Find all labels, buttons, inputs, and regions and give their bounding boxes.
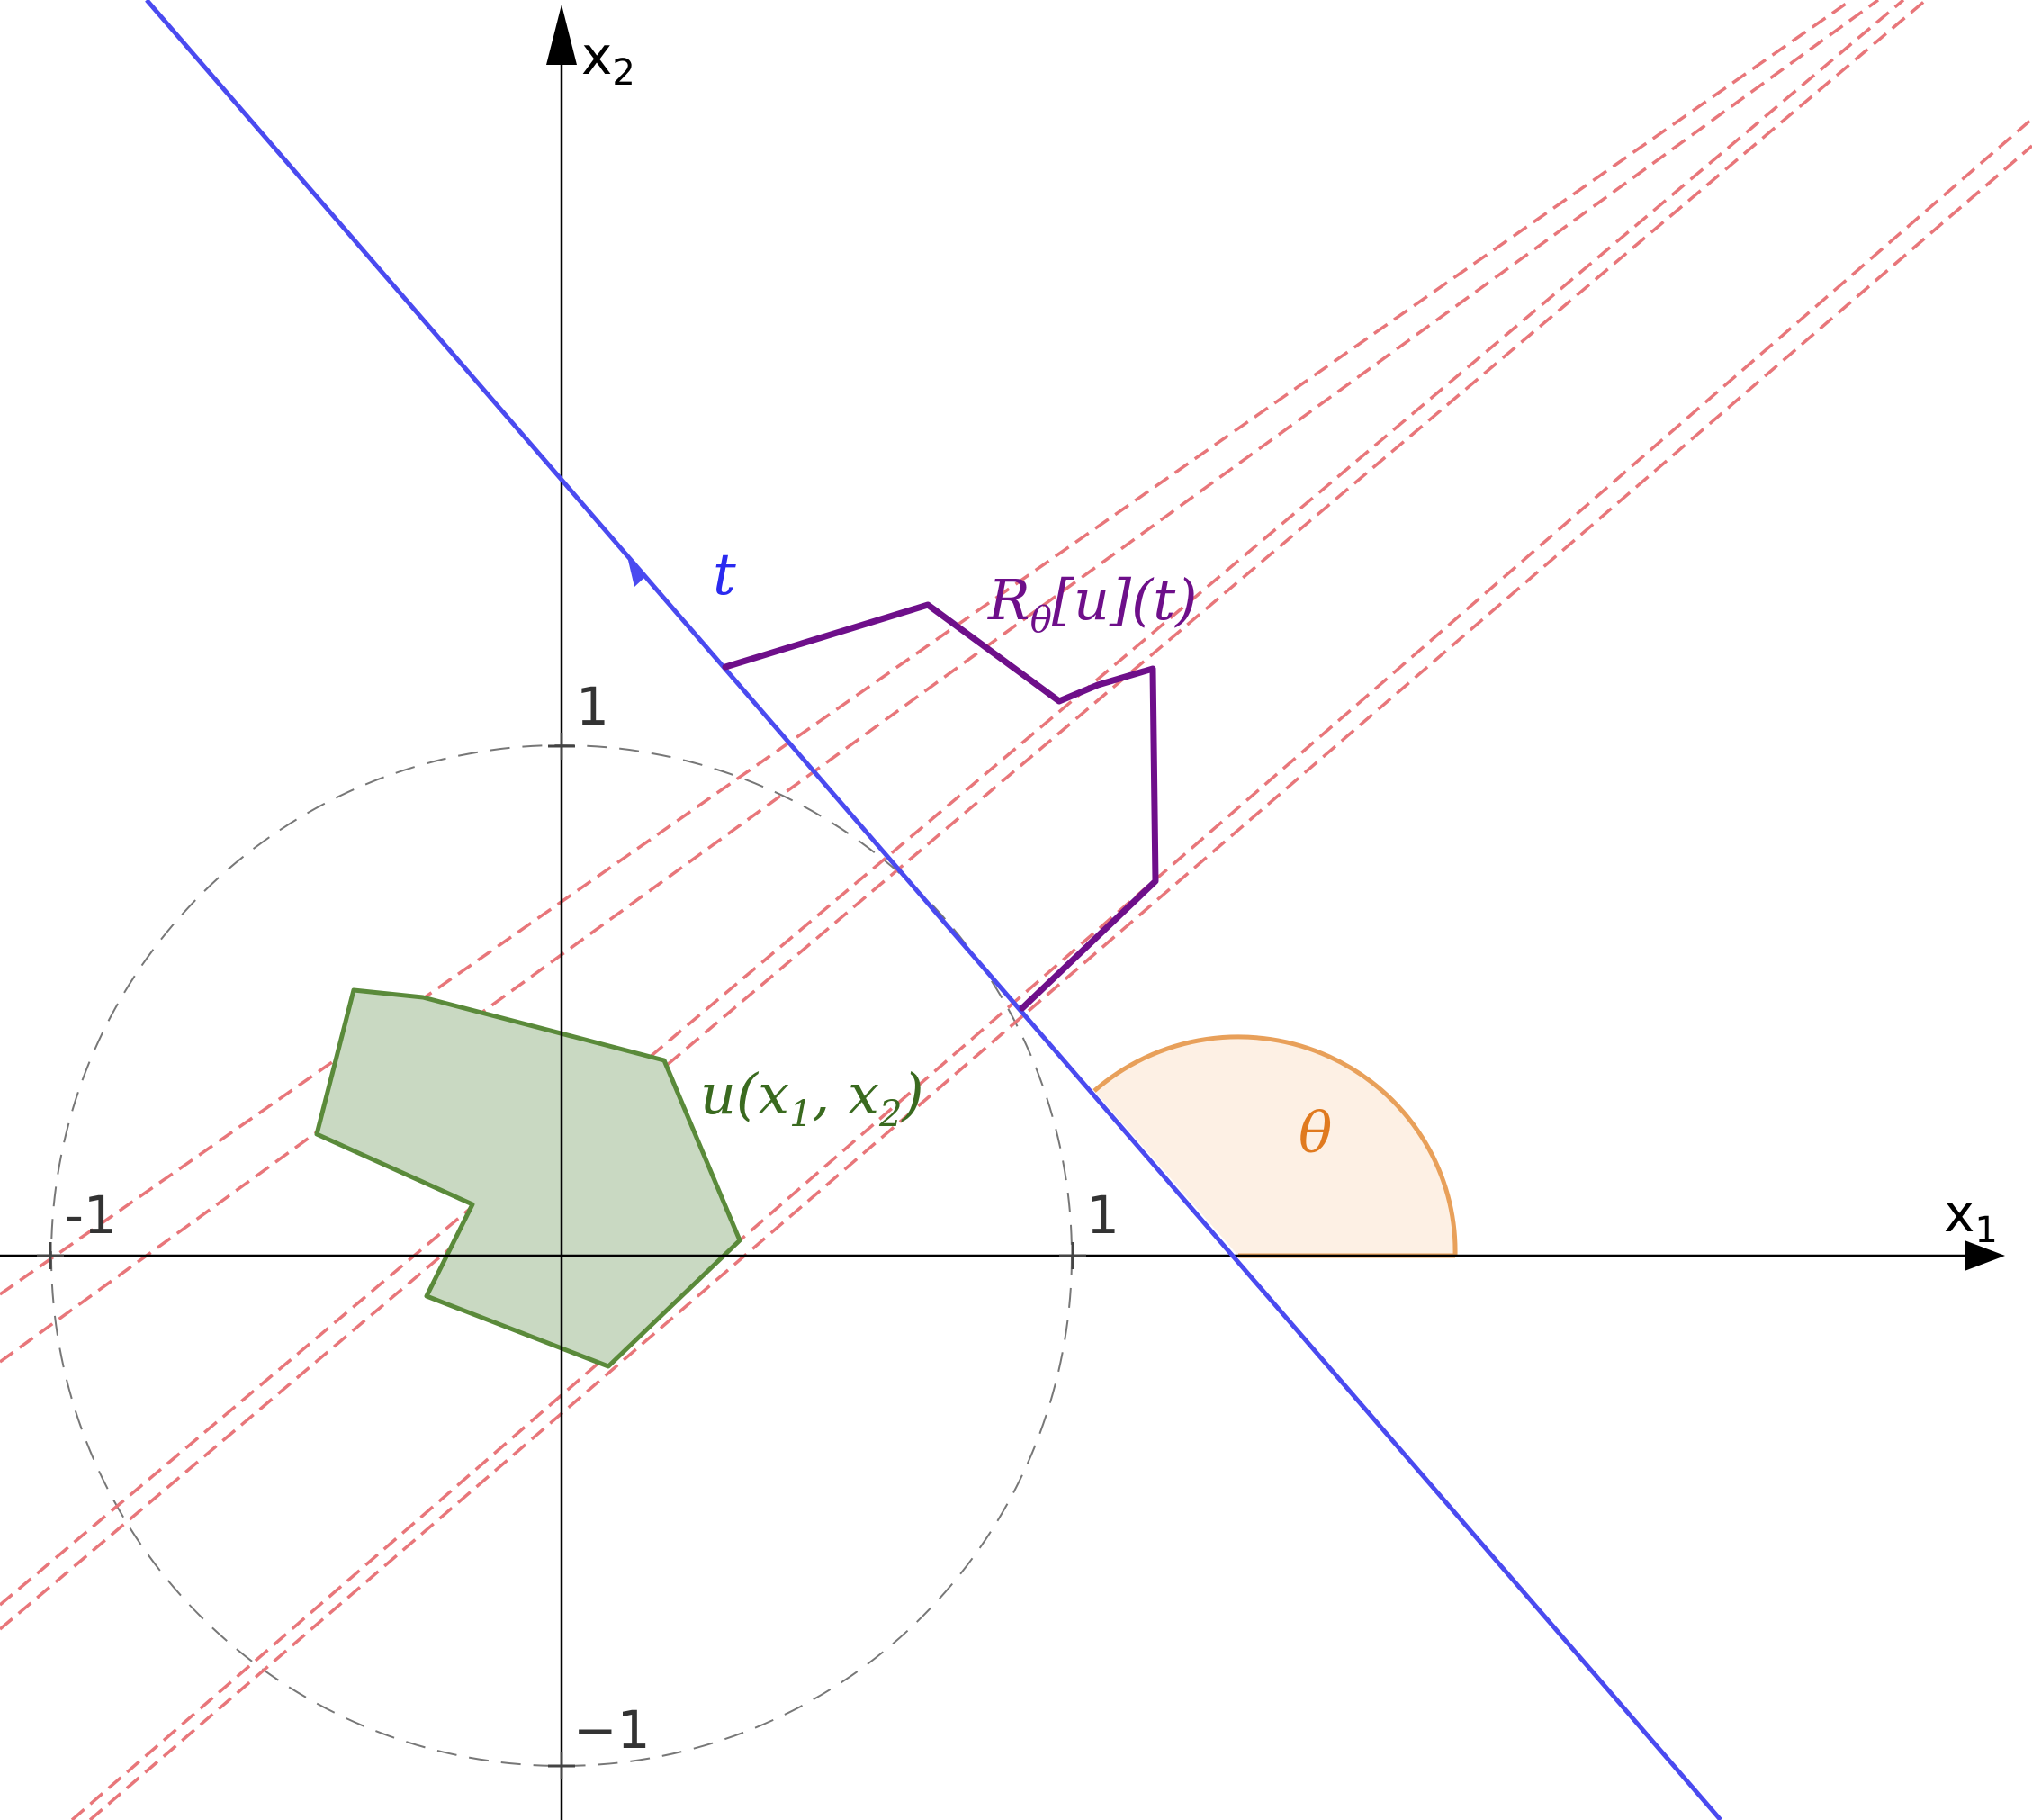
ray-2 (0, 0, 1880, 1364)
angle-arc (1092, 1034, 1458, 1257)
ray-6 (88, 144, 2032, 1820)
x-axis-arrow (1965, 1240, 2005, 1271)
u-label: u(x1, x2) (700, 1061, 924, 1135)
object-polygon (314, 987, 742, 1369)
tick-label-y-1: 1 (576, 676, 609, 737)
ray-5 (70, 117, 2032, 1820)
ray-1 (0, 0, 1853, 1296)
y-axis-arrow (546, 5, 577, 65)
x-axis-label: x1 (1944, 1183, 1998, 1251)
tick-marks (37, 733, 1086, 1779)
projection-axis-arrow (626, 553, 646, 587)
theta-label: θ (1299, 1100, 1332, 1166)
tick-label-x-neg1: -1 (65, 1185, 117, 1246)
angle-sector (1094, 1036, 1456, 1256)
ray-4 (0, 0, 1928, 1631)
y-axis-label: x2 (581, 25, 635, 94)
t-label: t (713, 542, 736, 608)
tick-label-y-neg1: −1 (573, 1699, 651, 1761)
projection-axis-line (145, 0, 1722, 1820)
tick-label-x-1: 1 (1086, 1185, 1119, 1246)
projection-profile (722, 601, 1159, 1012)
radon-label: Rθ[u](t) (987, 567, 1197, 641)
ray-3 (0, 0, 1905, 1607)
